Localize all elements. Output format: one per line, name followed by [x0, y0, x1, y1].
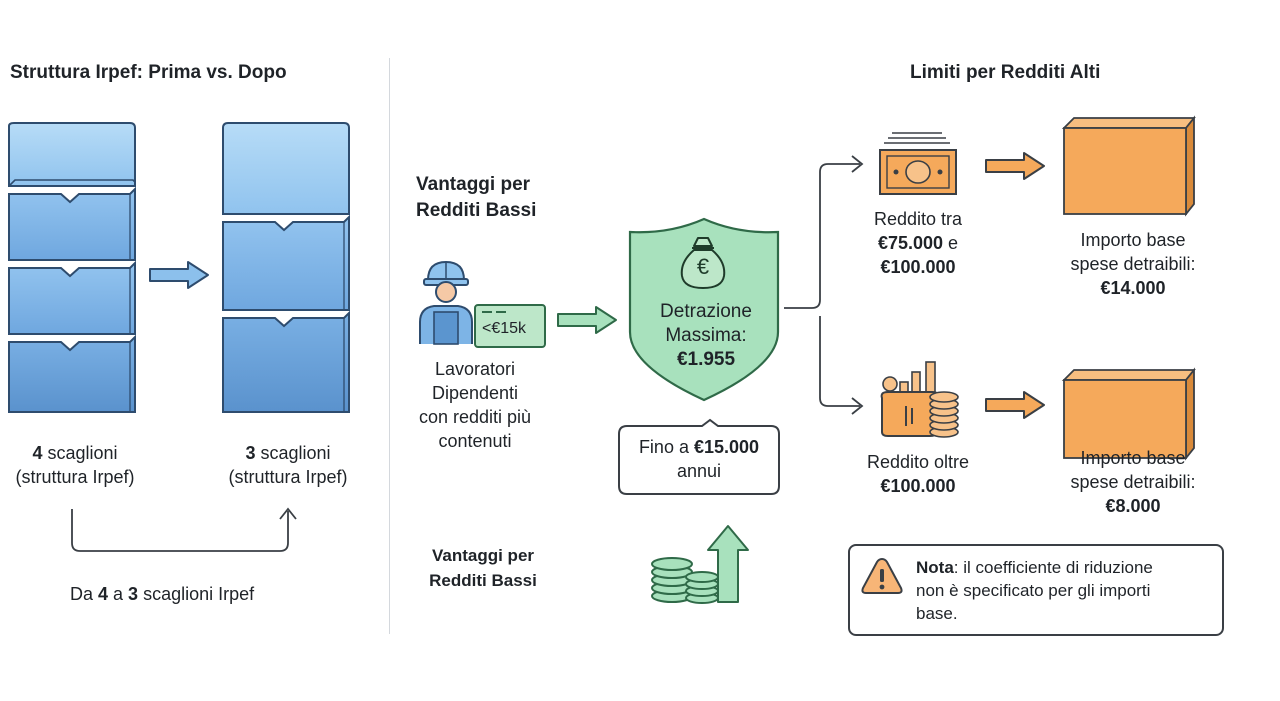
workers-line3: con redditi più: [418, 407, 532, 427]
shield-text: Detrazione Massima: €1.955: [630, 300, 782, 372]
right-arrow-green-icon: [557, 306, 617, 334]
band2-base: Importo base spese detraibili: €8.000: [1052, 446, 1214, 518]
limit-callout-frame: [618, 418, 780, 495]
band2-line2: €100.000: [880, 476, 956, 496]
workers-label: Lavoratori Dipendenti con redditi più co…: [400, 357, 550, 453]
summary-text: Da 4 a 3 scaglioni Irpef: [70, 582, 254, 606]
summary-b: 3: [128, 584, 139, 604]
summary-post: scaglioni Irpef: [138, 584, 255, 604]
band2-arrow-icon: [985, 391, 1045, 419]
band1-line2b: e: [943, 233, 959, 253]
after-word: scaglioni: [255, 443, 331, 463]
before-sub: (struttura Irpef): [15, 467, 135, 487]
card-text: <€15k: [482, 320, 527, 337]
summary-mid: a: [108, 584, 129, 604]
note-label: Nota: [916, 558, 954, 577]
income-card: <€15k: [474, 304, 546, 348]
limit-callout: Fino a €15.000 annui: [619, 435, 779, 483]
band1-base-line2: spese detraibili:: [1070, 254, 1196, 274]
shield-line2: Massima:: [665, 325, 747, 346]
middle-title: Vantaggi per Redditi Bassi: [416, 172, 536, 224]
note-line3: base.: [916, 604, 958, 623]
band1-line1: Reddito tra: [873, 209, 963, 229]
band1-base: Importo base spese detraibili: €14.000: [1052, 228, 1214, 300]
warning-icon: [861, 557, 903, 594]
money-bag-symbol: €: [696, 254, 710, 279]
bracket-connector: [71, 507, 297, 552]
band2-base-line2: spese detraibili:: [1070, 472, 1196, 492]
shield-icon: [628, 217, 780, 402]
panel-divider: [389, 58, 390, 634]
limit-pre: Fino a: [638, 437, 694, 457]
summary-pre: Da: [70, 584, 99, 604]
shield-value: €1.955: [676, 349, 736, 370]
branch-connector: [784, 155, 864, 415]
before-word: scaglioni: [42, 443, 118, 463]
middle-title-line1: Vantaggi per: [416, 174, 531, 195]
workers-line2: Dipendenti: [431, 383, 519, 403]
band2-label: Reddito oltre €100.000: [846, 450, 990, 498]
middle-bottom-line1: Vantaggi per: [431, 546, 535, 565]
band2-line1: Reddito oltre: [866, 452, 970, 472]
middle-title-line2: Redditi Bassi: [416, 200, 537, 221]
money-bag-icon: [680, 237, 726, 290]
cash-icon: [879, 132, 957, 195]
band2-base-value: €8.000: [1105, 496, 1161, 516]
band1-base-line1: Importo base: [1080, 230, 1186, 250]
limit-value: €15.000: [693, 437, 760, 457]
before-count: 4: [32, 443, 43, 463]
note-line2: non è specificato per gli importi: [916, 581, 1151, 600]
limit-post: annui: [676, 461, 722, 481]
band1-base-value: €14.000: [1100, 278, 1166, 298]
right-arrow-icon: [149, 261, 209, 289]
coins-growth-icon: [651, 525, 749, 604]
band1-label: Reddito tra €75.000 e €100.000: [846, 207, 990, 279]
note-text: Nota: il coefficiente di riduzione non è…: [916, 556, 1216, 625]
before-label: 4 scaglioni (struttura Irpef): [0, 441, 150, 489]
band2-box-icon: [1061, 367, 1196, 461]
before-stack-graphic: [8, 122, 136, 413]
note-box: [848, 544, 1224, 636]
coins-bag-icon: [880, 361, 959, 438]
workers-line1: Lavoratori: [434, 359, 516, 379]
band1-arrow-icon: [985, 152, 1045, 180]
left-panel-title: Struttura Irpef: Prima vs. Dopo: [10, 62, 287, 83]
after-label: 3 scaglioni (struttura Irpef): [210, 441, 366, 489]
middle-bottom-title: Vantaggi per Redditi Bassi: [398, 543, 568, 593]
band1-line2a: €75.000: [877, 233, 944, 253]
workers-line4: contenuti: [438, 431, 512, 451]
note-line1: : il coefficiente di riduzione: [953, 558, 1153, 577]
right-title: Limiti per Redditi Alti: [910, 62, 1101, 83]
band2-base-line1: Importo base: [1080, 448, 1186, 468]
card-stripe: [482, 311, 492, 313]
band1-line3: €100.000: [880, 257, 956, 277]
after-count: 3: [245, 443, 256, 463]
shield-line1: Detrazione: [660, 301, 752, 322]
middle-bottom-line2: Redditi Bassi: [429, 571, 537, 590]
worker-icon: [419, 260, 473, 345]
after-sub: (struttura Irpef): [228, 467, 348, 487]
summary-a: 4: [98, 584, 109, 604]
band1-box-icon: [1061, 115, 1196, 217]
after-stack-graphic: [222, 122, 350, 413]
